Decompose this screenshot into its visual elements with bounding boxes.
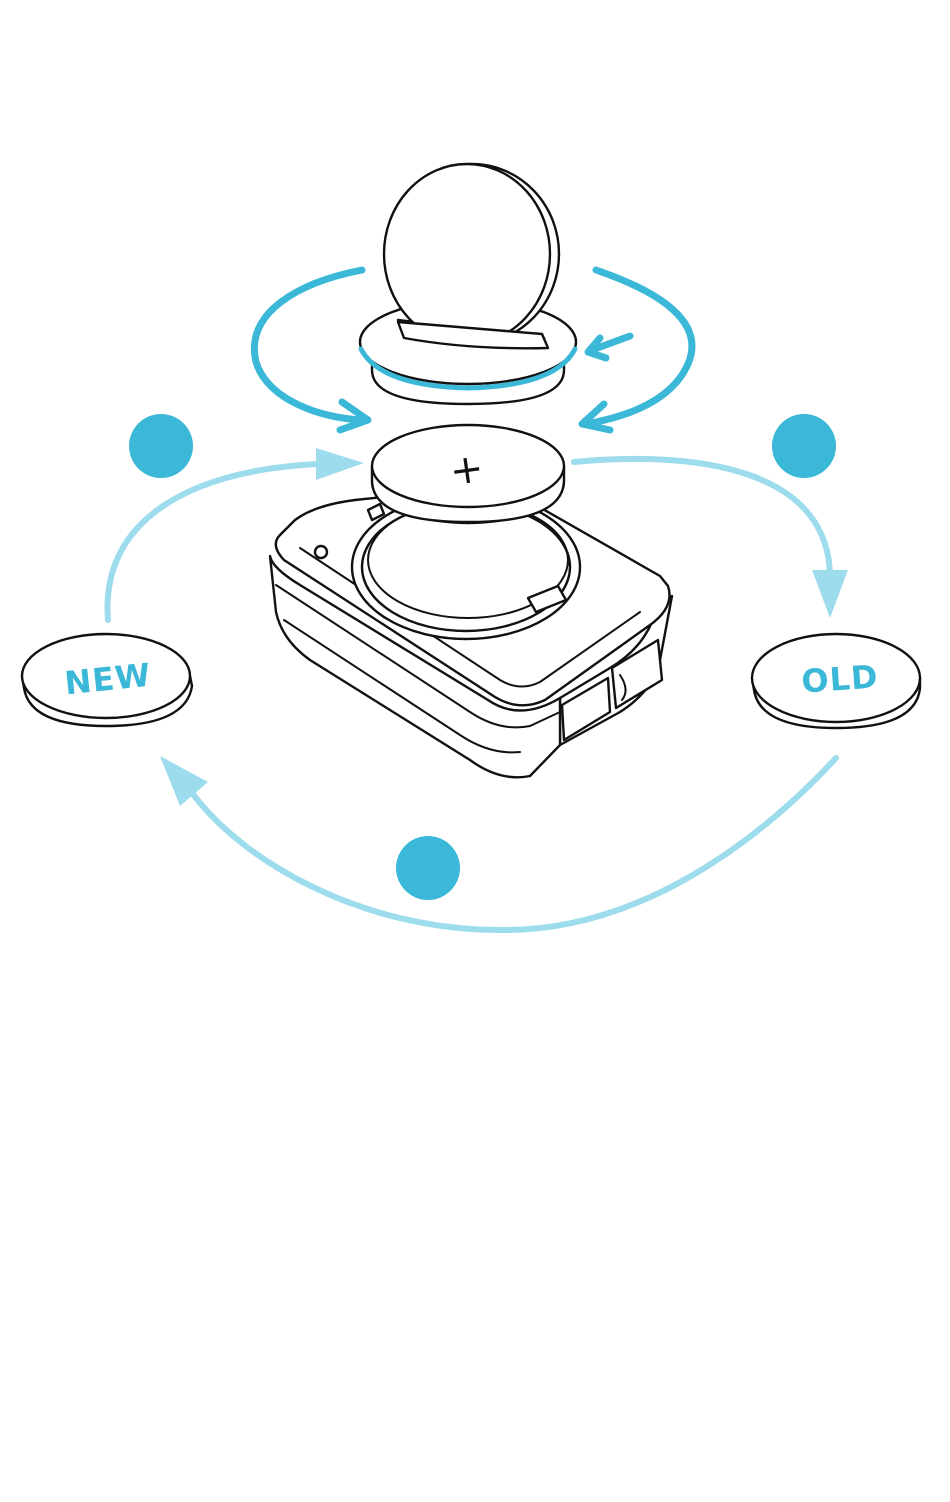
new-battery-coin: NEW (22, 634, 192, 726)
led-indicator (315, 546, 327, 558)
old-battery-coin: OLD (752, 634, 920, 728)
rotate-arrow-left (254, 270, 362, 420)
plus-sign: + (447, 445, 487, 495)
step-marker-left (129, 414, 193, 478)
step-marker-right (772, 414, 836, 478)
device-body (270, 487, 672, 777)
step-marker-bottom (396, 836, 460, 900)
arrow-old-to-new (190, 758, 836, 930)
battery-coin-installed: + (372, 425, 564, 523)
old-coin-label: OLD (800, 657, 880, 700)
